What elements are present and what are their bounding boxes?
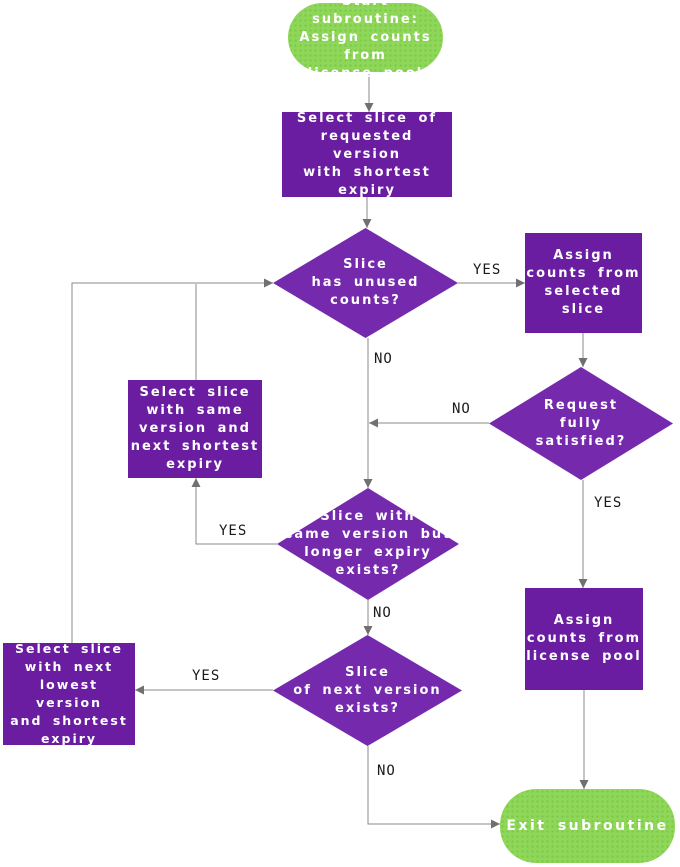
- edge-next-version-no: [367, 746, 500, 829]
- edge-longer-expiry-yes: [191, 478, 277, 545]
- node-assign-counts-from-selected-slice-label: Assign counts from selected slice: [526, 248, 641, 317]
- node-select-next-lowest-version: Select slice with next lowest version an…: [3, 641, 135, 746]
- edge-label-next-version-yes: YES: [192, 668, 221, 684]
- node-select-requested-version-label: Select slice of requested version with s…: [296, 110, 438, 198]
- node-select-next-lowest-version-label: Select slice with next lowest version an…: [10, 641, 128, 746]
- node-assign-counts-from-license-pool: Assign counts from license pool: [525, 588, 643, 690]
- node-select-same-version-next-expiry: Select slice with same version and next …: [128, 380, 262, 478]
- node-select-same-version-next-expiry-label: Select slice with same version and next …: [130, 385, 260, 472]
- edge-label-has-unused-yes: YES: [473, 262, 502, 278]
- edge-label-has-unused-no: NO: [374, 351, 393, 367]
- node-decision-slice-has-unused-counts-label: Slice has unused counts?: [311, 257, 420, 308]
- edge-label-longer-expiry-yes: YES: [219, 523, 248, 539]
- edge-label-fully-satisfied-yes: YES: [594, 495, 623, 511]
- node-assign-counts-from-selected-slice: Assign counts from selected slice: [525, 233, 642, 333]
- node-assign-counts-from-license-pool-label: Assign counts from license pool: [526, 613, 642, 664]
- node-start-subroutine-label: Start subroutine: Assign counts from lic…: [299, 0, 432, 81]
- node-exit-subroutine-label: Exit subroutine: [506, 818, 669, 834]
- node-select-requested-version: Select slice of requested version with s…: [282, 110, 452, 198]
- node-exit-subroutine: Exit subroutine: [500, 789, 675, 863]
- edge-label-next-version-no: NO: [377, 763, 396, 779]
- node-start-subroutine: Start subroutine: Assign counts from lic…: [288, 0, 443, 81]
- edge-select-next-return: [71, 278, 273, 643]
- node-decision-next-version-exists-label: Slice of next version exists?: [293, 664, 442, 716]
- edge-label-fully-satisfied-no: NO: [452, 401, 471, 417]
- node-decision-longer-expiry-exists-label: Slice with same version but longer expir…: [284, 509, 452, 578]
- node-decision-request-fully-satisfied-label: Request fully satisfied?: [535, 397, 627, 449]
- edge-label-longer-expiry-no: NO: [373, 605, 392, 621]
